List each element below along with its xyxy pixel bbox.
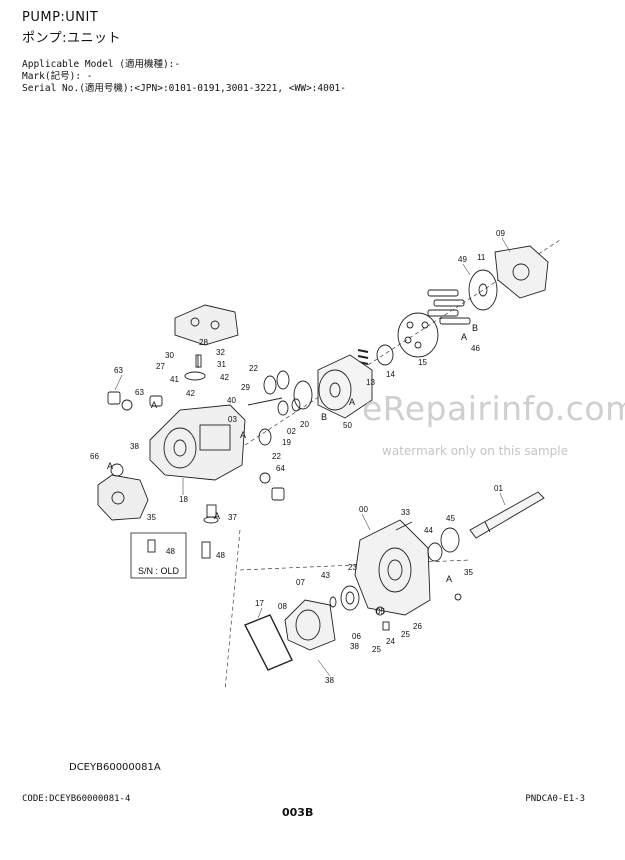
label-24: 24: [386, 637, 395, 646]
label-63a: 63: [114, 366, 123, 375]
label-11: 11: [477, 253, 486, 262]
sn-old: S/N : OLD: [138, 566, 180, 576]
title-jp: ポンプ:ユニット: [22, 31, 121, 46]
label-49: 49: [458, 255, 467, 264]
label-08: 08: [278, 602, 287, 611]
page-number: 003B: [282, 806, 314, 819]
label-30: 30: [165, 351, 174, 360]
label-01: 01: [494, 484, 503, 493]
label-38a: 38: [130, 442, 139, 451]
label-46: 46: [471, 344, 480, 353]
label-22a: 22: [249, 364, 258, 373]
label-35a: 35: [147, 513, 156, 522]
label-19: 19: [282, 438, 291, 447]
label-42a: 42: [220, 373, 229, 382]
label-A1: A: [461, 332, 467, 342]
label-43: 43: [321, 571, 330, 580]
label-13: 13: [366, 378, 375, 387]
label-A4: A: [240, 430, 246, 440]
label-26: 26: [413, 622, 422, 631]
label-17: 17: [255, 599, 264, 608]
label-A5: A: [107, 461, 113, 471]
label-41: 41: [170, 375, 179, 384]
label-48a: 48: [166, 547, 175, 556]
label-37: 37: [228, 513, 237, 522]
label-07: 07: [296, 578, 305, 587]
label-25b: 25: [372, 645, 381, 654]
label-50: 50: [343, 421, 352, 430]
label-14: 14: [386, 370, 395, 379]
title-en: PUMP:UNIT: [22, 10, 99, 25]
label-A2: A: [349, 397, 355, 407]
label-64: 64: [276, 464, 285, 473]
footer-ref: PNDCA0-E1-3: [525, 794, 585, 804]
applicable-model: Applicable Model (適用機種):-: [22, 59, 181, 70]
label-31: 31: [217, 360, 226, 369]
label-09: 09: [496, 229, 505, 238]
label-20: 20: [300, 420, 309, 429]
label-33: 33: [401, 508, 410, 517]
label-A3: A: [151, 400, 157, 410]
label-35b: 35: [464, 568, 473, 577]
label-A7: A: [446, 574, 452, 584]
label-45: 45: [446, 514, 455, 523]
label-05: 05: [376, 607, 385, 616]
label-A6: A: [214, 511, 220, 521]
label-06: 06: [352, 632, 361, 641]
label-63b: 63: [135, 388, 144, 397]
serial-no: Serial No.(適用号機):<JPN>:0101-0191,3001-32…: [22, 83, 346, 94]
drawing-code: DCEYB60000081A: [69, 762, 161, 773]
label-B1: B: [472, 323, 478, 333]
mark: Mark(記号): -: [22, 71, 93, 82]
watermark-brand: eRepairinfo.com: [362, 389, 625, 428]
label-38c: 38: [325, 676, 334, 685]
label-00: 00: [359, 505, 368, 514]
label-32: 32: [216, 348, 225, 357]
label-25a: 25: [401, 630, 410, 639]
footer-code: CODE:DCEYB60000081-4: [22, 794, 131, 804]
label-B2: B: [321, 412, 327, 422]
label-22b: 22: [272, 452, 281, 461]
label-44: 44: [424, 526, 433, 535]
label-23: 23: [348, 563, 357, 572]
label-15: 15: [418, 358, 427, 367]
label-40: 40: [227, 396, 236, 405]
label-02: 02: [287, 427, 296, 436]
label-03: 03: [228, 415, 237, 424]
exploded-parts-diagram: 09 49 11 B A 46 15 14 13 A B 50 28 32 30…: [90, 229, 561, 691]
label-66: 66: [90, 452, 99, 461]
label-18: 18: [179, 495, 188, 504]
label-28: 28: [199, 338, 208, 347]
label-29: 29: [241, 383, 250, 392]
label-27: 27: [156, 362, 165, 371]
label-48b: 48: [216, 551, 225, 560]
label-42b: 42: [186, 389, 195, 398]
label-38b: 38: [350, 642, 359, 651]
watermark-notice: watermark only on this sample: [382, 444, 569, 458]
